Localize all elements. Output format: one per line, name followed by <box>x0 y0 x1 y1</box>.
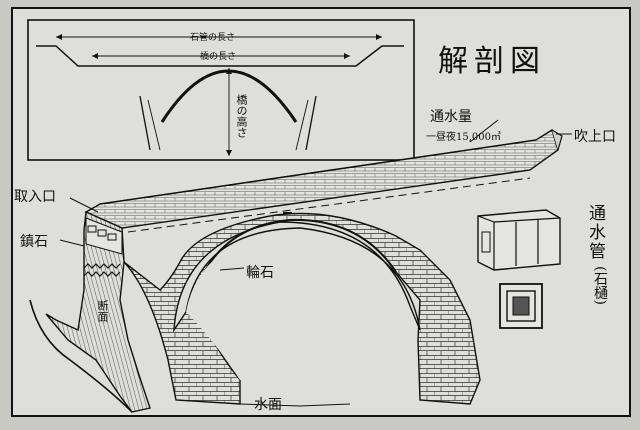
stone-gutter-label: (石樋) <box>592 266 608 305</box>
diagram-title: 解剖図 <box>438 44 546 79</box>
pipe-cross-section <box>499 283 543 329</box>
intake-label: 取入口 <box>14 189 56 205</box>
pipe-length-label: 石管の長さ <box>190 33 236 43</box>
bridge-height-label: 橋の高さ <box>235 94 248 138</box>
flow-volume-label: 通水量 <box>430 109 472 125</box>
voussoir-label: 輪石 <box>246 265 274 281</box>
cross-section-label: 断面 <box>96 300 109 322</box>
arch-masonry <box>123 212 481 407</box>
keystone-label: 鎮石 <box>20 234 48 250</box>
water-pipe-top <box>84 128 563 233</box>
bridge-length-label: 橋の長さ <box>200 52 237 62</box>
water-pipe-label: 通水管 <box>585 204 605 261</box>
flow-rate-label: 一昼夜15,000㎥ <box>426 132 501 143</box>
pipe-detail-box <box>477 209 561 271</box>
water-surface-label: 水面 <box>254 397 282 413</box>
outlet-label: 吹上口 <box>574 129 616 145</box>
leader-lines <box>59 119 572 271</box>
inset-schematic <box>27 19 415 161</box>
